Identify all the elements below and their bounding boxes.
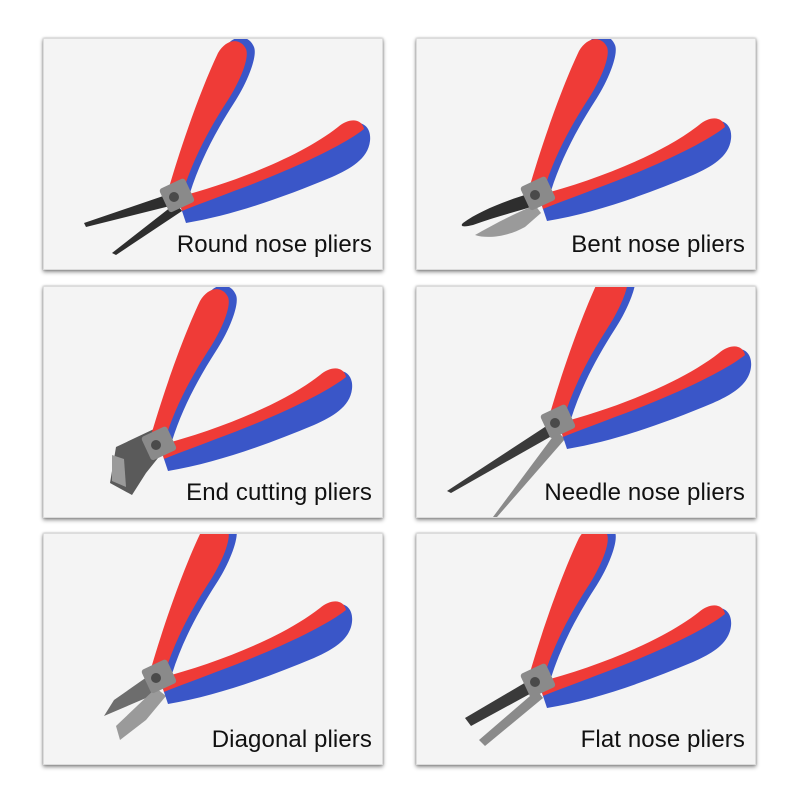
card-round-nose-pliers: Round nose pliers: [43, 38, 383, 270]
card-end-cutting-pliers: End cutting pliers: [43, 286, 383, 518]
tool-label: Round nose pliers: [176, 231, 372, 258]
bent-nose-pliers-image: [461, 39, 732, 237]
flat-nose-pliers-image: [465, 534, 732, 746]
end-cutting-pliers-image: [110, 287, 353, 495]
card-flat-nose-pliers: Flat nose pliers: [416, 533, 756, 765]
card-bent-nose-pliers: Bent nose pliers: [416, 38, 756, 270]
tool-label: Flat nose pliers: [580, 726, 745, 753]
tool-label: Needle nose pliers: [544, 479, 745, 506]
diagonal-pliers-image: [104, 534, 353, 740]
tool-label: Diagonal pliers: [211, 726, 372, 753]
card-diagonal-pliers: Diagonal pliers: [43, 533, 383, 765]
needle-nose-pliers-image: [447, 287, 752, 517]
card-needle-nose-pliers: Needle nose pliers: [416, 286, 756, 518]
tool-label: Bent nose pliers: [571, 231, 745, 258]
tool-label: End cutting pliers: [186, 479, 372, 506]
round-nose-pliers-image: [84, 39, 371, 255]
